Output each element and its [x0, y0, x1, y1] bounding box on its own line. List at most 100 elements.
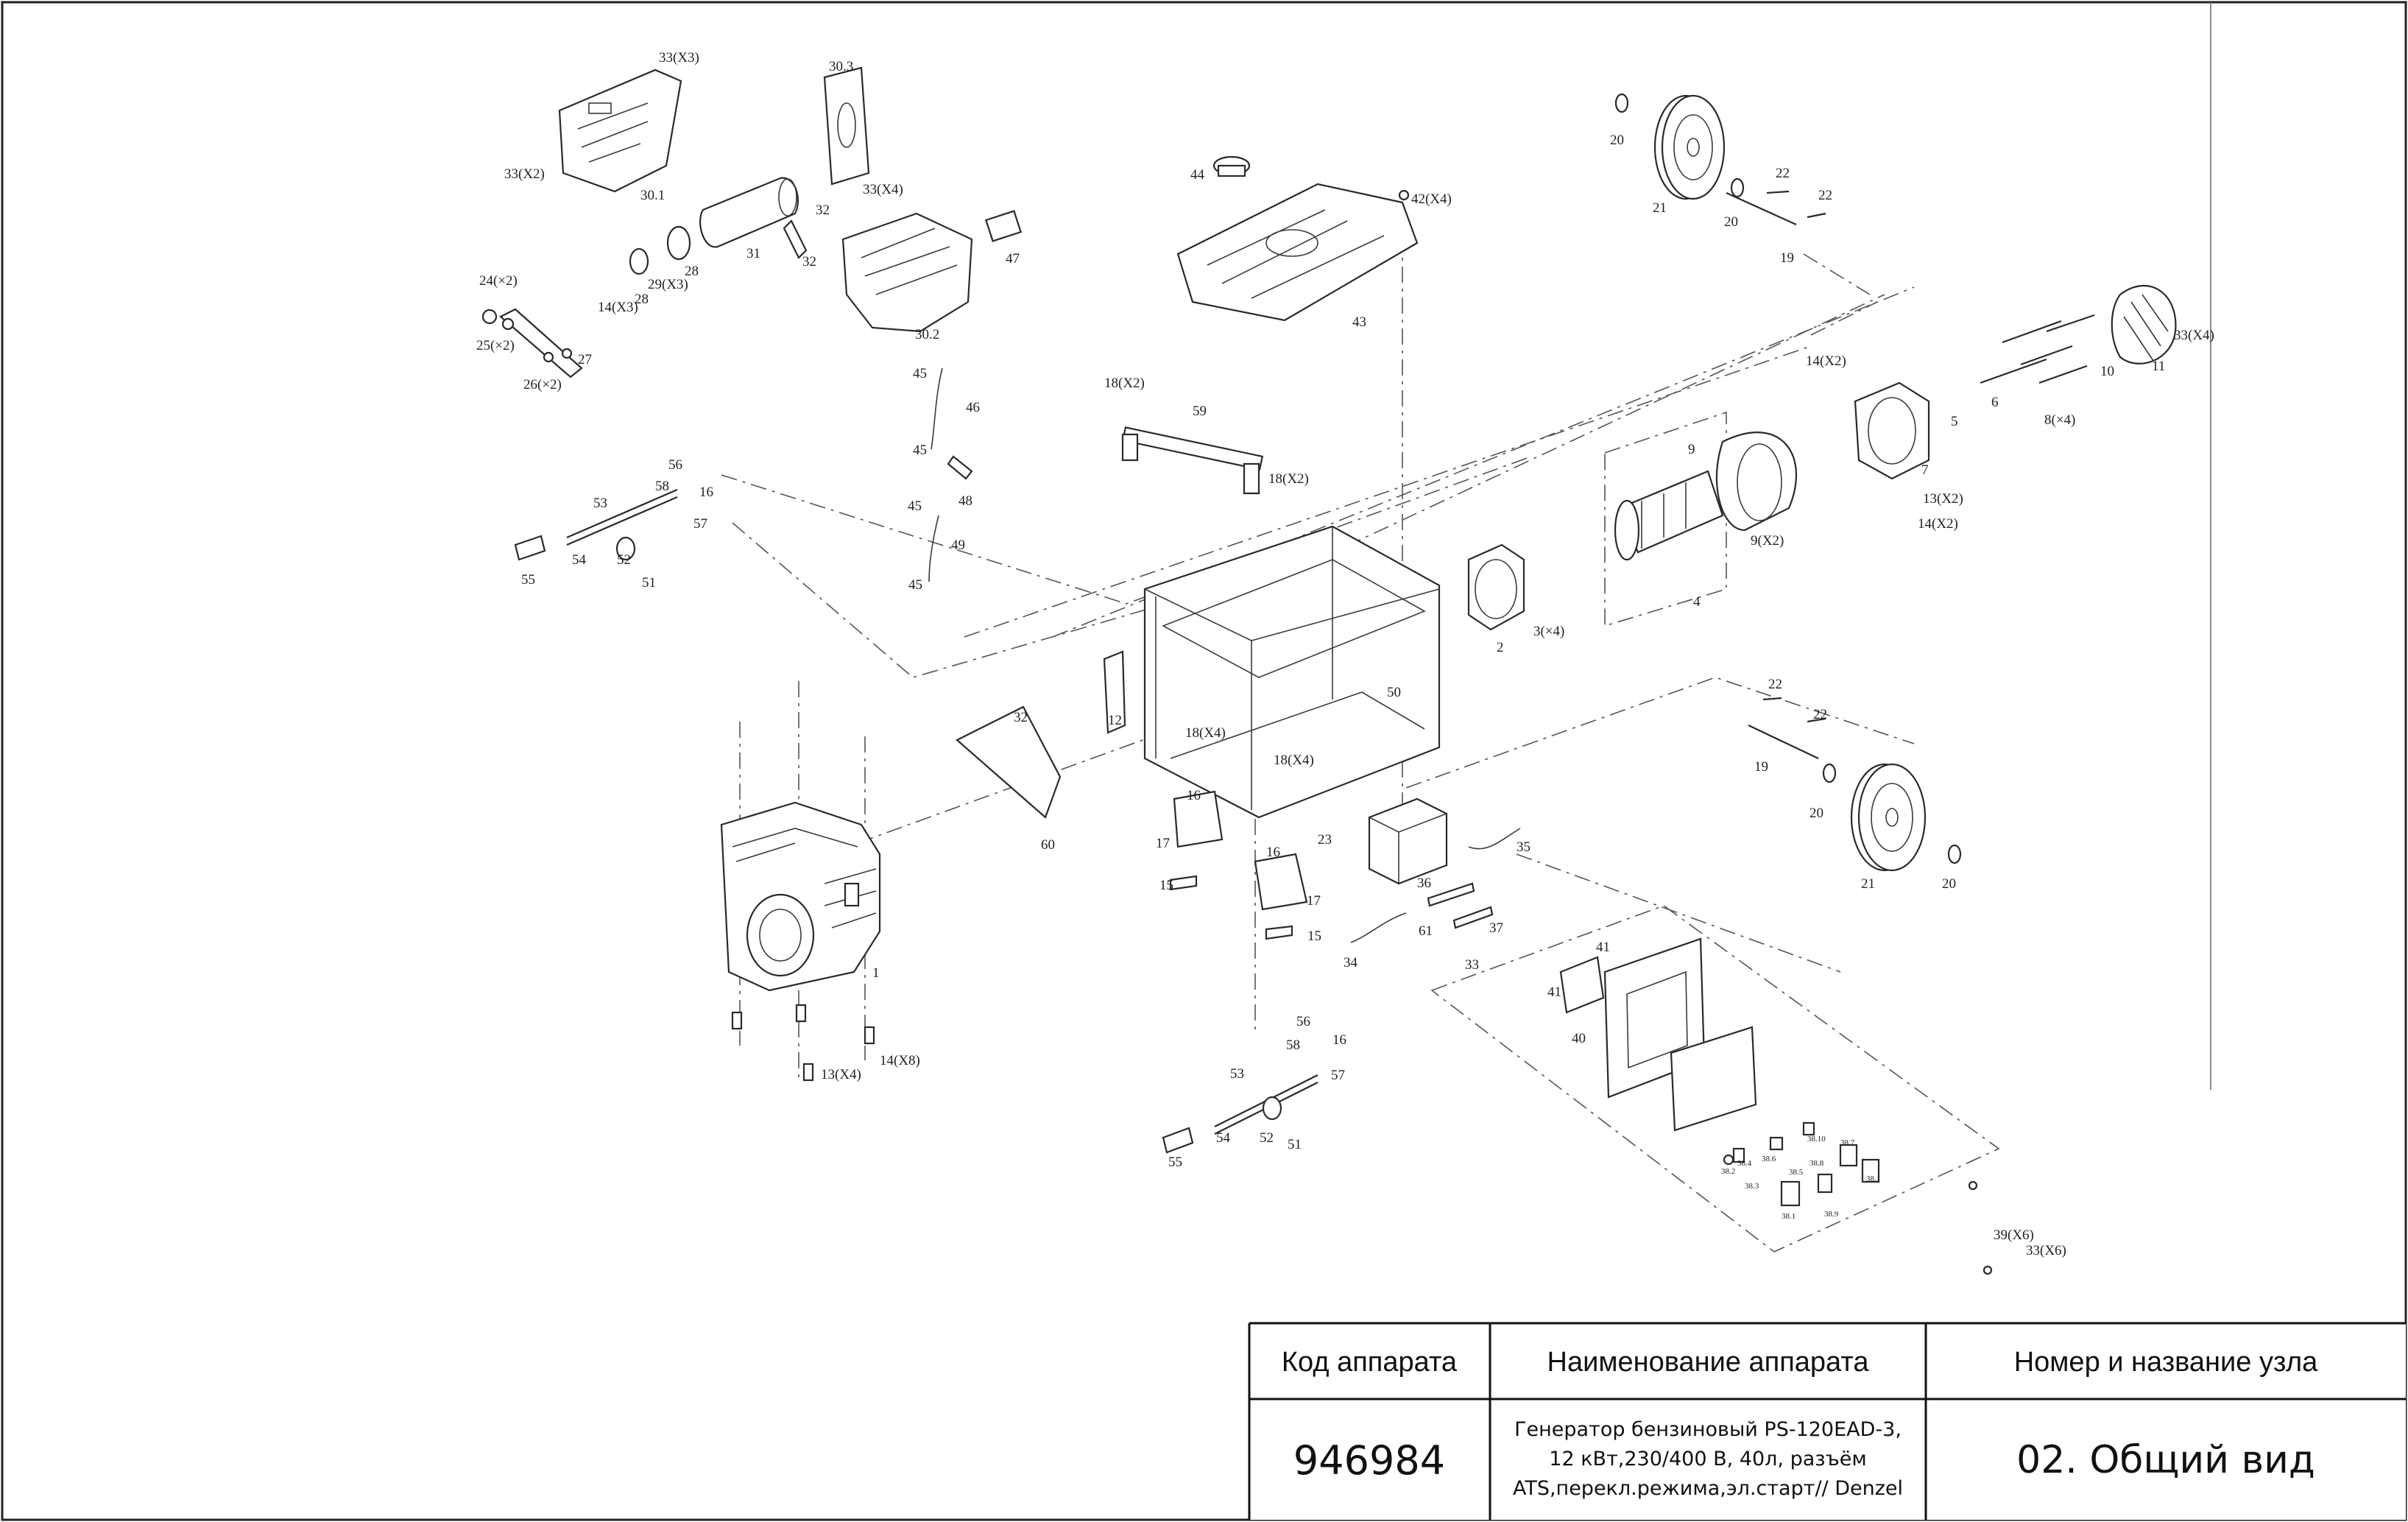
callout: 21: [1861, 876, 1875, 892]
switch-components-38: [1723, 1121, 1993, 1275]
callout: 29(X3): [648, 277, 688, 292]
panel-plate: [1670, 1026, 1757, 1132]
callout: 16: [1187, 788, 1201, 803]
callout: 38.5: [1789, 1168, 1804, 1177]
battery-36: [1368, 797, 1448, 885]
frame-23: [1143, 525, 1441, 819]
callout: 14(X2): [1918, 516, 1958, 532]
callout: 38.2: [1721, 1167, 1735, 1176]
callout: 27: [578, 352, 592, 367]
callout: 43: [1352, 314, 1366, 330]
callout: 10: [2100, 364, 2114, 379]
callout: 55: [521, 572, 535, 588]
wheel-group-bottom: [1748, 697, 1962, 872]
callout: 11: [2152, 359, 2165, 374]
callout: 9: [1688, 442, 1695, 457]
lift-handle-top: [514, 488, 678, 561]
title-block: Код аппарата Наименование аппарата Номер…: [1248, 1322, 2406, 1520]
callout: 57: [693, 516, 707, 532]
callout: 45: [913, 443, 927, 458]
callout: 50: [1387, 685, 1401, 700]
callout: 36: [1417, 875, 1431, 891]
callout: 38.8: [1809, 1159, 1824, 1168]
callout: 40: [1572, 1031, 1586, 1046]
callout: 15: [1307, 929, 1321, 944]
callout: 6: [1991, 395, 1999, 410]
callout: 46: [966, 400, 980, 415]
callout: 22: [1818, 188, 1832, 203]
callout: 33(X4): [2174, 328, 2214, 343]
handle-12: [1103, 650, 1126, 734]
callout: 22: [1776, 166, 1790, 181]
callout: 5: [1951, 414, 1958, 429]
callout: 16: [699, 485, 713, 500]
part-callouts: 33(X3) 33(X2) 30.1 30.3 33(X4) 32 32 31 …: [476, 50, 2214, 1258]
callout: 18(X2): [1104, 376, 1145, 391]
callout: 49: [951, 538, 965, 553]
callout: 58: [1286, 1037, 1300, 1053]
callout: 35: [1517, 839, 1530, 855]
callout: 44: [1190, 167, 1205, 183]
callout: 47: [1006, 251, 1020, 267]
callout: 39(X6): [1994, 1227, 2034, 1243]
callout: 14(X8): [880, 1053, 920, 1068]
callout: 37: [1489, 920, 1503, 936]
callout: 25(×2): [476, 338, 515, 353]
callout: 52: [1260, 1130, 1274, 1146]
apparatus-name-line-1: Генератор бензиновый PS-120EAD-3,: [1514, 1418, 1902, 1441]
callout: 20: [1942, 876, 1956, 892]
callout: 3(×4): [1533, 624, 1564, 639]
callout: 59: [1193, 404, 1207, 419]
callout: 26(×2): [523, 377, 562, 392]
callout: 54: [1216, 1130, 1231, 1146]
callout: 45: [913, 366, 927, 381]
callout: 8(×4): [2044, 412, 2075, 428]
callout: 14(X3): [598, 300, 638, 315]
callout: 56: [1296, 1014, 1310, 1029]
callout: 19: [1754, 759, 1768, 775]
callout: 30.3: [829, 59, 853, 74]
callout: 41: [1547, 984, 1561, 1000]
heat-shield-30-2: [841, 212, 973, 333]
callout: 28: [685, 264, 699, 279]
callout: 1: [872, 965, 880, 981]
callout: 13(X2): [1923, 491, 1963, 507]
mount-17b: [1254, 853, 1308, 911]
bracket-60: [956, 705, 1062, 819]
alternator-group: [1467, 285, 2177, 631]
callout: 57: [1331, 1068, 1345, 1083]
callout: 33(X6): [2026, 1243, 2066, 1258]
callout: 18(X2): [1268, 471, 1309, 487]
callout: 53: [593, 496, 607, 511]
wheel-group-top: [1614, 93, 1826, 226]
gasket-28: [666, 225, 691, 261]
callout: 2: [1497, 640, 1504, 655]
shroud-30-1: [558, 68, 682, 193]
callout: 51: [642, 575, 656, 591]
callout: 17: [1307, 893, 1321, 909]
callout: 58: [655, 479, 669, 494]
callout: 38.10: [1807, 1135, 1826, 1144]
callout: 16: [1332, 1032, 1346, 1048]
callout: 33(X2): [504, 166, 545, 182]
end-bell-7: [1854, 381, 1930, 480]
callout: 20: [1809, 806, 1823, 821]
header-name: Наименование аппарата: [1547, 1347, 1870, 1378]
callout: 45: [908, 577, 922, 593]
callout: 16: [1266, 845, 1280, 860]
fan-2: [1467, 543, 1525, 631]
callout: 32: [816, 202, 830, 218]
callout: 17: [1156, 836, 1170, 851]
callout: 38.1: [1866, 1174, 1880, 1183]
callout: 30.2: [915, 327, 939, 342]
callout: 24(×2): [479, 273, 518, 289]
muffler-31: [699, 177, 799, 248]
stud-6: [1980, 358, 2047, 384]
callout: 32: [1014, 710, 1028, 725]
callout: 38.6: [1762, 1155, 1776, 1163]
callout: 13(X4): [821, 1067, 861, 1082]
callout: 7: [1921, 462, 1929, 478]
callout: 21: [1653, 200, 1667, 216]
